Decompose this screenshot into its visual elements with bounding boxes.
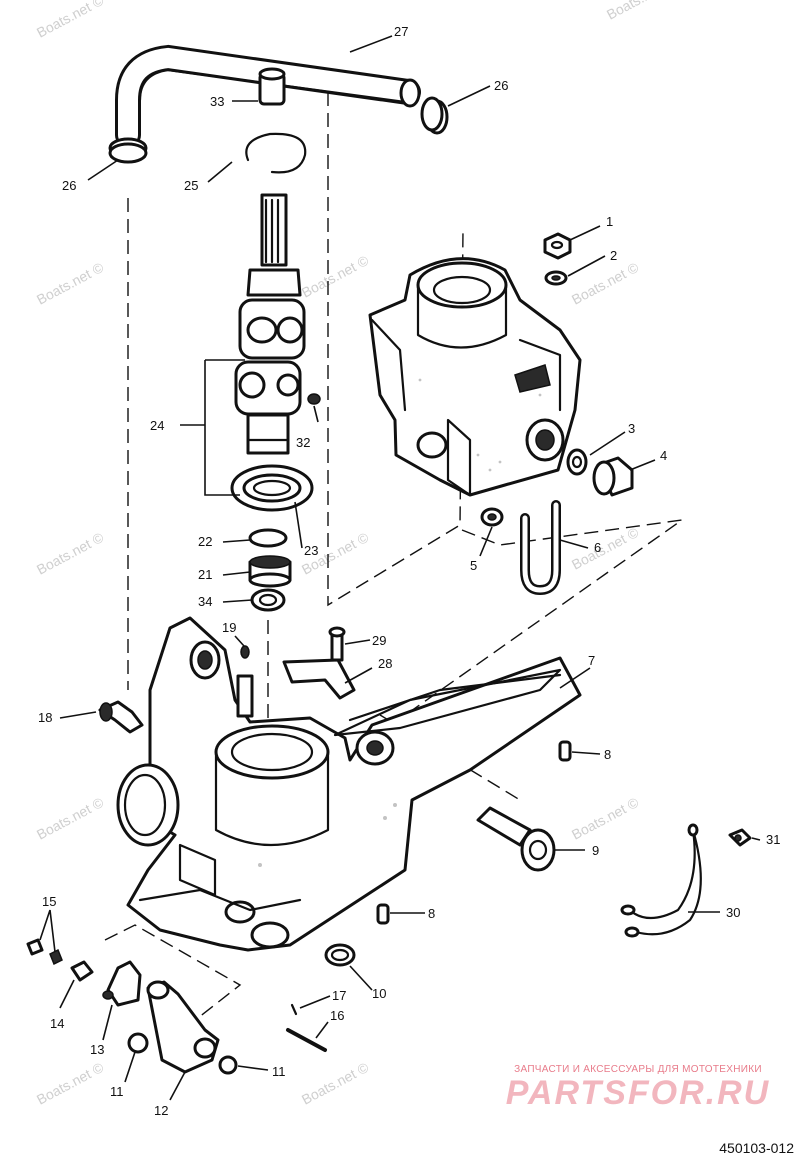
tilt-lever [146,980,220,1074]
hose-clamp [420,96,449,135]
callout-15: 15 [42,894,56,909]
callout-19: 19 [222,620,236,635]
document-number: 450103-012 [719,1140,794,1156]
watermark: Boats.net © [299,252,372,301]
fitting [240,645,250,659]
watermarks: Boats.net © Boats.net © Boats.net © Boat… [34,0,677,1108]
callout-2: 2 [610,248,617,263]
watermark: Boats.net © [299,1059,372,1108]
brand-logo: PARTSFOR.RU [505,1074,771,1112]
watermark: Boats.net © [569,794,642,843]
brand-tagline: ЗАПЧАСТИ И АКСЕССУАРЫ ДЛЯ МОТОТЕХНИКИ [514,1064,762,1075]
callout-16: 16 [330,1008,344,1023]
bolt [328,626,346,662]
screws [26,938,63,966]
pin [376,903,390,925]
callout-22: 22 [198,534,212,549]
clamp [282,658,356,700]
assembly-line [104,924,242,1041]
washer [566,448,588,476]
callout-26: 26 [494,78,508,93]
grease-fitting [307,393,321,405]
nut [543,232,572,260]
bushing [218,1055,238,1075]
callout-26: 26 [62,178,76,193]
callout-5: 5 [470,558,477,573]
watermark: Boats.net © [604,0,677,23]
hose-clamp [108,137,148,164]
ground-wires [620,823,702,938]
pin [558,740,572,762]
callout-4: 4 [660,448,667,463]
watermark: Boats.net © [569,259,642,308]
brand-watermark: ЗАПЧАСТИ И АКСЕССУАРЫ ДЛЯ МОТОТЕХНИКИ PA… [488,1064,788,1111]
callout-11: 11 [272,1064,286,1079]
callout-8: 8 [604,747,611,762]
screw [728,828,752,847]
cap [258,67,286,106]
callout-11: 11 [110,1084,124,1099]
gimbal-housing [368,257,582,497]
assembly-line [369,519,683,741]
callout-10: 10 [372,986,386,1001]
watermark: Boats.net © [34,794,107,843]
callout-27: 27 [394,24,408,39]
retaining-ring [245,132,307,174]
callout-9: 9 [592,843,599,858]
callout-14: 14 [50,1016,64,1031]
clip [70,960,94,982]
bearing [230,464,314,512]
callout-21: 21 [198,567,212,582]
callout-3: 3 [628,421,635,436]
callout-31: 31 [766,832,780,847]
callout-25: 25 [184,178,198,193]
universal-joint-shaft [234,193,306,455]
callout-6: 6 [594,540,601,555]
bracket [102,960,142,1007]
water-hose [115,44,421,148]
bushing [248,555,292,588]
callout-labels: 27 26 26 33 25 1 2 3 4 5 6 32 24 23 22 2… [38,24,780,1118]
cotter-pin [290,1003,298,1016]
leader-lines [39,35,761,1101]
washer [480,507,504,527]
assembly-line [327,92,464,607]
watermark: Boats.net © [34,0,107,41]
elbow-fitting [98,700,144,734]
lock-washer [544,270,568,286]
watermark: Boats.net © [34,259,107,308]
callout-34: 34 [198,594,212,609]
callout-28: 28 [378,656,392,671]
callout-30: 30 [726,905,740,920]
callout-7: 7 [588,653,595,668]
bell-housing [116,616,582,952]
callout-12: 12 [154,1103,168,1118]
callout-23: 23 [304,543,318,558]
callout-17: 17 [332,988,346,1003]
clevis-pin [286,1028,327,1052]
callout-18: 18 [38,710,52,725]
o-ring [248,528,288,548]
pivot-pin [592,456,634,497]
callout-13: 13 [90,1042,104,1057]
callout-32: 32 [296,435,310,450]
callout-8: 8 [428,906,435,921]
watermark: Boats.net © [34,1059,107,1108]
seal [250,588,286,612]
bushing [324,943,356,967]
u-bolt [520,500,561,596]
bushing [127,1032,149,1054]
callout-29: 29 [372,633,386,648]
pivot-shaft [476,806,556,872]
callout-1: 1 [606,214,613,229]
callout-24: 24 [150,418,164,433]
watermark: Boats.net © [34,529,107,578]
callout-33: 33 [210,94,224,109]
